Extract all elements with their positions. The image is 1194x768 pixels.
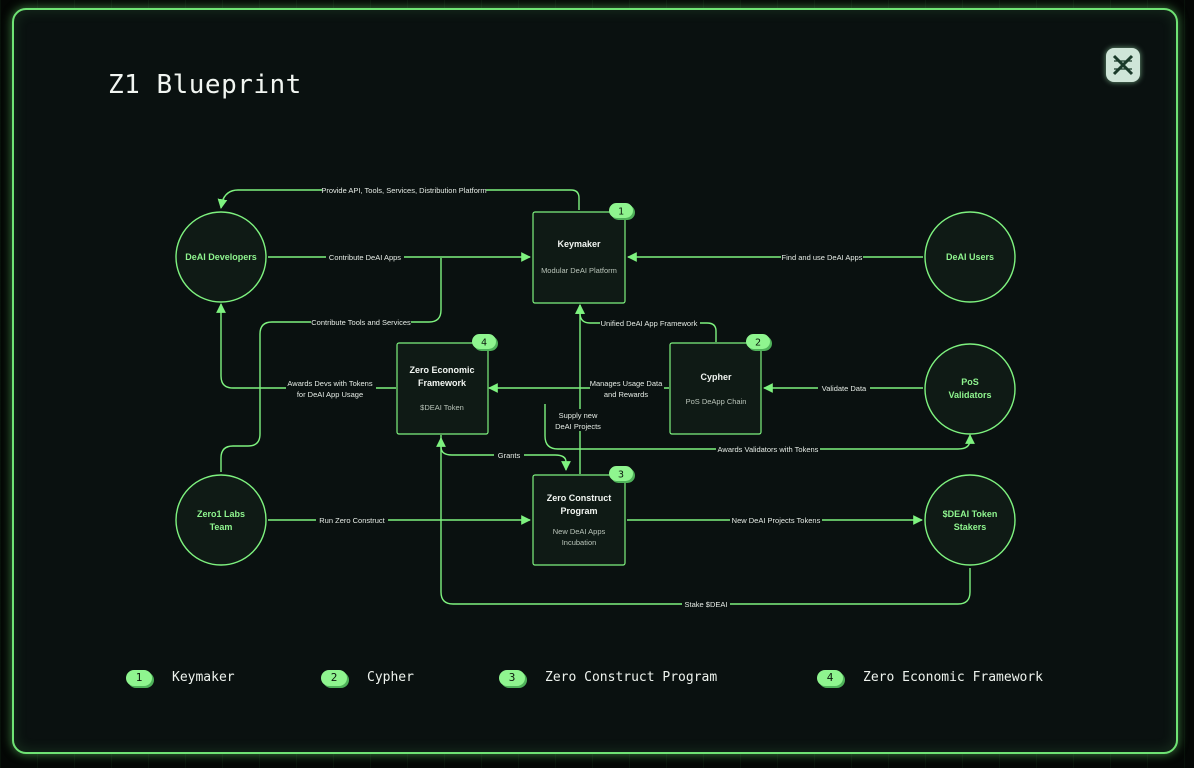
label-validate: Validate Data [822, 384, 867, 393]
page-title: Z1 Blueprint [108, 70, 302, 100]
z1-logo-icon[interactable] [1106, 48, 1140, 82]
label-stake: Stake $DEAI [685, 600, 728, 609]
legend-label: Cypher [367, 670, 414, 685]
node-stakers[interactable]: $DEAI Token Stakers [924, 474, 1016, 566]
node-zcp[interactable]: Zero Construct Program New DeAI Apps Inc… [532, 466, 635, 566]
badge-cypher: 2 [755, 338, 761, 349]
label-run-zc: Run Zero Construct [319, 516, 385, 525]
node-zcp-sub1: New DeAI Apps [553, 527, 606, 536]
node-cypher-title: Cypher [700, 372, 732, 382]
label-unified: Unified DeAI App Framework [601, 319, 698, 328]
node-labs[interactable]: Zero1 Labs Team [175, 474, 267, 566]
label-new-project-tokens: New DeAI Projects Tokens [732, 516, 821, 525]
legend-badge: 2 [321, 670, 347, 686]
node-validators-line1: PoS [961, 377, 979, 387]
node-keymaker-sub: Modular DeAI Platform [541, 266, 617, 275]
node-cypher-sub: PoS DeApp Chain [686, 397, 747, 406]
crossed-z1-logo-icon [1112, 54, 1134, 76]
edge-stake [436, 437, 971, 605]
edge-awards-devs [216, 303, 396, 389]
label-manages-1: Manages Usage Data [590, 379, 663, 388]
node-developers-label: DeAI Developers [185, 252, 257, 262]
badge-keymaker: 1 [618, 207, 624, 218]
legend-label: Zero Construct Program [545, 670, 718, 685]
node-zef-title1: Zero Economic [409, 365, 474, 375]
legend-badge: 3 [499, 670, 525, 686]
node-users-label: DeAI Users [946, 252, 994, 262]
legend-badge: 4 [817, 670, 843, 686]
legend-label: Keymaker [172, 670, 235, 685]
label-supply-1: Supply new [559, 411, 598, 420]
badge-zef: 4 [481, 338, 487, 349]
label-awards-validators: Awards Validators with Tokens [718, 445, 819, 454]
node-users[interactable]: DeAI Users [924, 211, 1016, 303]
label-supply-2: DeAI Projects [555, 422, 601, 431]
node-zef-title2: Framework [418, 378, 467, 388]
node-labs-line2: Team [210, 522, 233, 532]
badge-zcp: 3 [618, 470, 624, 481]
label-manages-2: and Rewards [604, 390, 648, 399]
label-awards-devs-2: for DeAI App Usage [297, 390, 363, 399]
node-keymaker[interactable]: Keymaker Modular DeAI Platform 1 [532, 203, 635, 304]
node-keymaker-title: Keymaker [557, 239, 601, 249]
node-zcp-sub2: Incubation [562, 538, 597, 547]
node-zef-sub: $DEAI Token [420, 403, 464, 412]
node-labs-line1: Zero1 Labs [197, 509, 245, 519]
node-stakers-line2: Stakers [954, 522, 987, 532]
node-zcp-title1: Zero Construct [547, 493, 612, 503]
node-developers[interactable]: DeAI Developers [175, 211, 267, 303]
label-contribute-tools: Contribute Tools and Services [311, 318, 411, 327]
label-provide: Provide API, Tools, Services, Distributi… [321, 186, 486, 195]
label-contribute-apps: Contribute DeAI Apps [329, 253, 401, 262]
label-grants: Grants [498, 451, 521, 460]
label-awards-devs-1: Awards Devs with Tokens [287, 379, 372, 388]
legend-badge: 1 [126, 670, 152, 686]
label-find-use: Find and use DeAI Apps [782, 253, 863, 262]
node-zef[interactable]: Zero Economic Framework $DEAI Token 4 [396, 334, 498, 435]
edge-contribute-tools [220, 258, 442, 472]
node-stakers-line1: $DEAI Token [943, 509, 998, 519]
node-zcp-title2: Program [560, 506, 597, 516]
node-validators-line2: Validators [948, 390, 991, 400]
legend-label: Zero Economic Framework [863, 670, 1044, 685]
node-validators[interactable]: PoS Validators [924, 343, 1016, 435]
node-cypher[interactable]: Cypher PoS DeApp Chain 2 [669, 334, 772, 435]
